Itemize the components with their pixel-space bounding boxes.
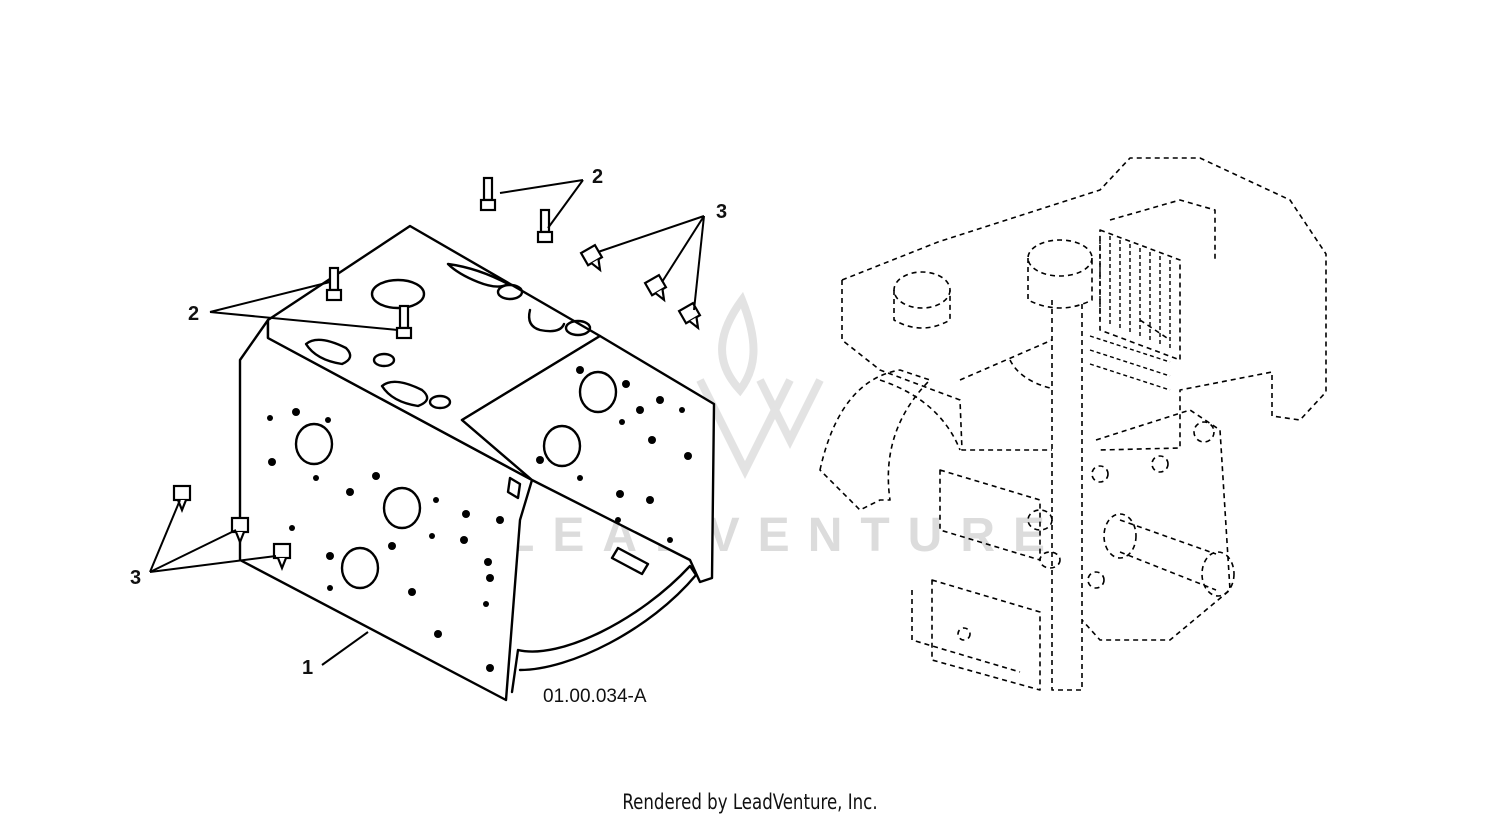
bolt <box>479 176 497 212</box>
frame-side-panel <box>460 334 716 584</box>
bolt <box>536 208 554 244</box>
engine-outline <box>819 157 1327 691</box>
nut <box>677 301 702 331</box>
callout-frame: 1 <box>302 657 313 679</box>
nut <box>643 273 668 303</box>
leader-lines <box>149 179 705 666</box>
watermark-logo <box>696 291 824 479</box>
nut <box>230 516 250 545</box>
figure-id: 01.00.034-A <box>543 686 647 707</box>
callout-bolt: 2 <box>188 303 199 325</box>
bolt <box>395 304 413 340</box>
watermark: LEADVENTURE <box>505 291 1063 562</box>
frame-hole-pattern <box>267 366 692 672</box>
nut <box>272 542 292 571</box>
callout-nut: 3 <box>716 201 727 223</box>
footer-credit: Rendered by LeadVenture, Inc. <box>622 790 878 814</box>
engine-cooling-fins <box>1089 236 1171 391</box>
frame-assembly <box>238 224 716 702</box>
bolt <box>325 266 343 302</box>
frame-rod <box>510 564 698 694</box>
nuts <box>172 243 702 571</box>
callout-nut: 3 <box>130 567 141 589</box>
bolts <box>325 176 554 340</box>
watermark-text: LEADVENTURE <box>505 509 1063 562</box>
nut <box>172 484 192 513</box>
callout-bolt: 2 <box>592 166 603 188</box>
